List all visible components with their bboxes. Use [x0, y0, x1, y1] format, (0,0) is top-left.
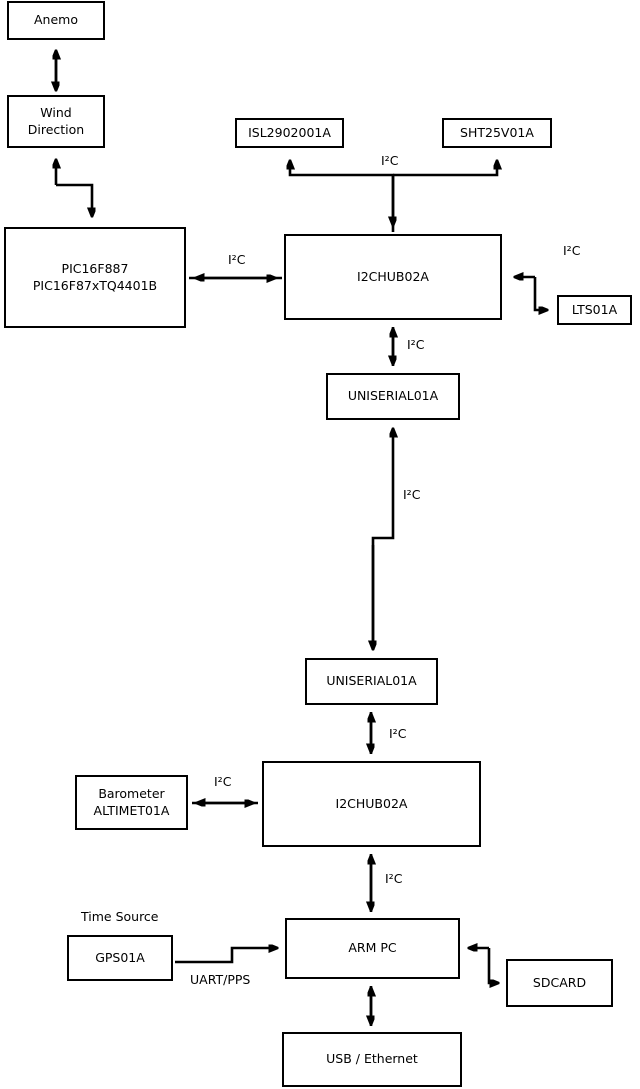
- label-i2c-hub-uniserial: I²C: [407, 337, 425, 352]
- node-i2chub02a-bottom[interactable]: I2CHUB02A: [262, 761, 481, 847]
- node-usb-ethernet[interactable]: USB / Ethernet: [282, 1032, 462, 1087]
- label-i2c-hub-lts: I²C: [563, 243, 581, 258]
- label-time-source: Time Source: [81, 909, 159, 924]
- wire-hub-sensorbus: [290, 161, 395, 232]
- label-i2c-hub2-armpc: I²C: [385, 871, 403, 886]
- label-uart-pps: UART/PPS: [190, 972, 251, 987]
- node-arm-pc[interactable]: ARM PC: [285, 918, 460, 979]
- node-sdcard[interactable]: SDCARD: [506, 959, 613, 1007]
- wire-hub-sensorbus-right: [393, 161, 497, 177]
- node-gps01a[interactable]: GPS01A: [67, 935, 173, 981]
- node-sht25v01a[interactable]: SHT25V01A: [442, 118, 552, 148]
- node-uniserial01a-lower[interactable]: UNISERIAL01A: [305, 658, 438, 705]
- node-pic-microcontroller[interactable]: PIC16F887 PIC16F87xTQ4401B: [4, 227, 186, 328]
- wire-pic-winddirection-jog: [56, 183, 92, 216]
- node-i2chub02a-top[interactable]: I2CHUB02A: [284, 234, 502, 320]
- wire-arm-sdcard-out: [487, 948, 498, 983]
- node-isl2902001a[interactable]: ISL2902001A: [235, 118, 344, 148]
- node-anemo[interactable]: Anemo: [7, 1, 105, 40]
- wire-gps-armpc: [175, 948, 277, 964]
- node-barometer-altimet01a[interactable]: Barometer ALTIMET01A: [75, 775, 188, 830]
- label-i2c-barometer-hub2: I²C: [214, 774, 232, 789]
- wire-uniserial2-uniserial1-up: [371, 429, 393, 650]
- label-i2c-uniserial-hub2: I²C: [389, 726, 407, 741]
- label-i2c-pic-hub: I²C: [228, 252, 246, 267]
- node-wind-direction[interactable]: Wind Direction: [7, 95, 105, 148]
- node-uniserial01a-upper[interactable]: UNISERIAL01A: [326, 373, 460, 420]
- label-i2c-uniserial-link: I²C: [403, 487, 421, 502]
- node-lts01a[interactable]: LTS01A: [557, 295, 632, 325]
- label-i2c-sensor-bus: I²C: [381, 153, 399, 168]
- wire-hub-lts-out: [533, 277, 547, 310]
